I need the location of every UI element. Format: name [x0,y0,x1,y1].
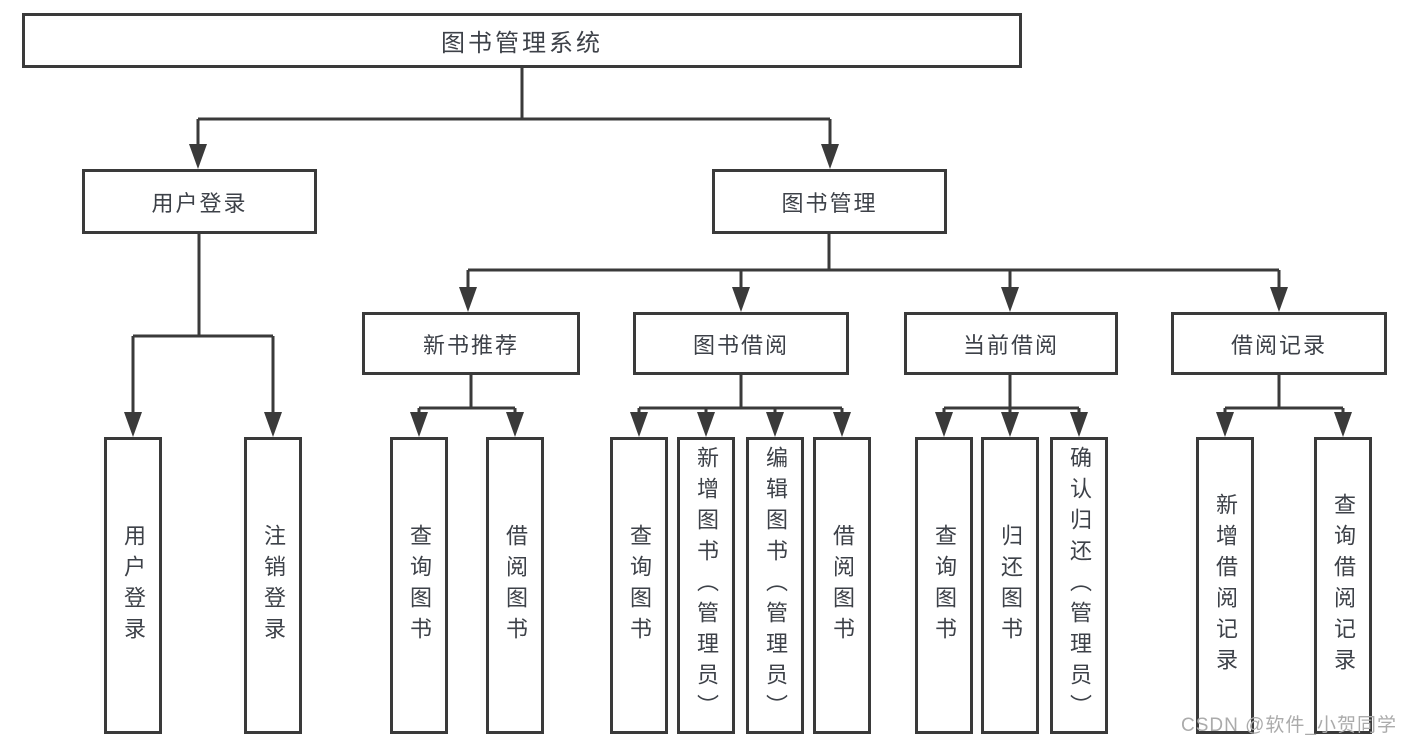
node-label: 查询图书 [407,523,432,648]
arrowhead [630,412,648,437]
node-root-library-system: 图书管理系统 [22,13,1022,68]
connector-borrow-to-leaves [637,375,844,413]
node-book-management: 图书管理 [712,169,947,234]
connector-record-to-leaves [1223,375,1345,413]
node-label: 查询图书 [932,523,957,648]
leaf-add-books-admin: 新增图书（管理员） [677,437,735,734]
arrowhead [1001,412,1019,437]
arrowhead [1070,412,1088,437]
leaf-query-books-borrowing: 查询图书 [610,437,668,734]
node-label: 编辑图书（管理员） [763,446,788,725]
arrowhead [732,287,750,312]
arrowhead [459,287,477,312]
node-label: 归还图书 [998,523,1023,648]
arrowhead [821,144,839,169]
node-borrowing-records: 借阅记录 [1171,312,1387,375]
arrowhead [1270,287,1288,312]
node-label: 用户登录 [121,523,146,648]
node-label: 新书推荐 [422,332,519,358]
node-new-book-recommendation: 新书推荐 [362,312,580,375]
node-label: 查询图书 [627,523,652,648]
arrowhead [124,412,142,437]
connector-current-to-leaves [942,375,1081,413]
connector-mgmt-to-level3 [466,234,1281,288]
node-current-borrowing: 当前借阅 [904,312,1118,375]
arrowhead [935,412,953,437]
node-user-login: 用户登录 [82,169,317,234]
arrowhead [1216,412,1234,437]
connector-newbook-to-leaves [417,375,517,413]
node-book-borrowing: 图书借阅 [633,312,849,375]
arrowhead [506,412,524,437]
arrowhead [1001,287,1019,312]
arrowhead [410,412,428,437]
node-label: 借阅图书 [503,523,528,648]
leaf-logout: 注销登录 [244,437,302,734]
leaf-query-borrow-record: 查询借阅记录 [1314,437,1372,734]
node-label: 借阅记录 [1230,332,1327,358]
arrowhead [697,412,715,437]
leaf-user-login: 用户登录 [104,437,162,734]
leaf-add-borrow-record: 新增借阅记录 [1196,437,1254,734]
node-label: 新增图书（管理员） [694,446,719,725]
node-label: 注销登录 [261,523,286,648]
leaf-borrow-books-borrowing: 借阅图书 [813,437,871,734]
arrowhead [189,144,207,169]
node-label: 图书管理系统 [441,30,603,57]
watermark: CSDN @软件_小贺同学 [1181,715,1397,736]
leaf-return-books: 归还图书 [981,437,1039,734]
arrowhead [766,412,784,437]
node-label: 当前借阅 [962,332,1059,358]
node-label: 借阅图书 [830,523,855,648]
leaf-borrow-books-newbook: 借阅图书 [486,437,544,734]
arrowhead [264,412,282,437]
node-label: 新增借阅记录 [1213,492,1238,679]
leaf-confirm-return-admin: 确认归还（管理员） [1050,437,1108,734]
leaf-query-books-newbook: 查询图书 [390,437,448,734]
arrowhead [833,412,851,437]
leaf-edit-books-admin: 编辑图书（管理员） [746,437,804,734]
leaf-query-books-current: 查询图书 [915,437,973,734]
connector-login-to-leaves [131,234,275,413]
connector-root-to-level2 [196,68,832,145]
node-label: 图书管理 [781,190,878,216]
node-label: 查询借阅记录 [1331,492,1356,679]
node-label: 图书借阅 [692,332,789,358]
node-label: 确认归还（管理员） [1067,446,1092,725]
arrowhead [1334,412,1352,437]
node-label: 用户登录 [151,190,248,216]
